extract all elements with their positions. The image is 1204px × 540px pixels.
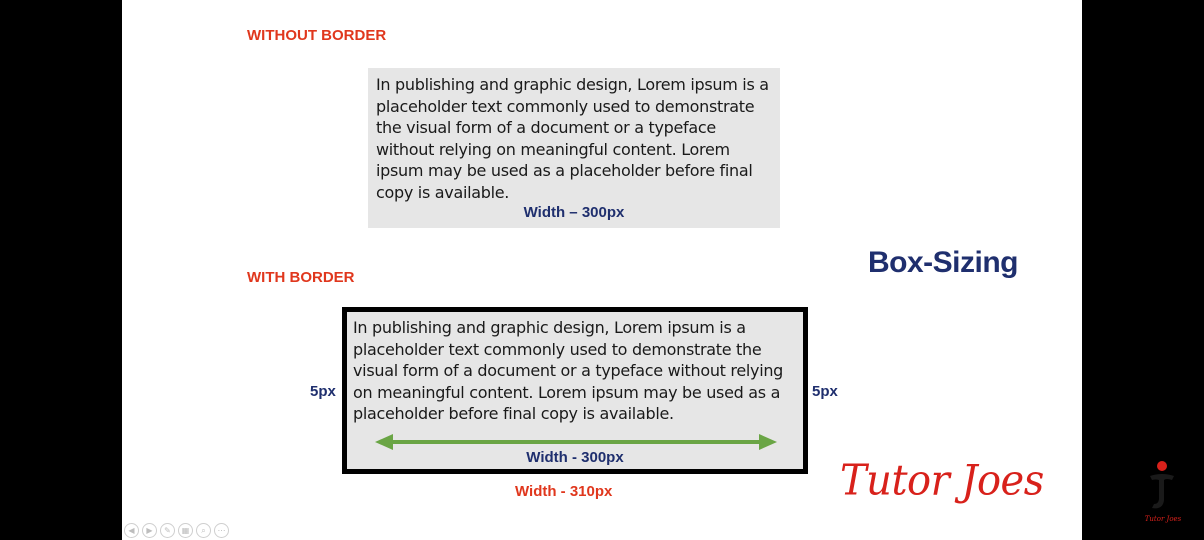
with-border-paragraph: In publishing and graphic design, Lorem …: [353, 318, 784, 424]
box-without-border: In publishing and graphic design, Lorem …: [368, 68, 780, 228]
right-border-width-label: 5px: [812, 383, 838, 400]
without-border-paragraph: In publishing and graphic design, Lorem …: [376, 75, 769, 202]
without-border-width-label: Width – 300px: [523, 204, 625, 221]
without-border-heading: WITHOUT BORDER: [247, 27, 387, 44]
slide-title: Box-Sizing: [868, 246, 1019, 279]
slide: WITHOUT BORDER In publishing and graphic…: [122, 0, 1082, 540]
next-slide-icon[interactable]: ▶: [142, 523, 157, 538]
tutor-joes-watermark-icon: [1150, 461, 1174, 509]
tutor-joes-logo: Tutor Joes: [840, 456, 1044, 506]
inner-width-label: Width - 300px: [526, 449, 624, 466]
previous-slide-icon[interactable]: ◀: [124, 523, 139, 538]
left-border-width-label: 5px: [310, 383, 336, 400]
slideshow-controls: ◀ ▶ ✎ ▦ ⌕ ⋯: [124, 523, 229, 538]
zoom-icon[interactable]: ⌕: [196, 523, 211, 538]
box-with-border: In publishing and graphic design, Lorem …: [342, 307, 808, 474]
more-options-icon[interactable]: ⋯: [214, 523, 229, 538]
double-arrow-icon: [375, 434, 777, 450]
total-width-label: Width - 310px: [515, 483, 613, 500]
slides-grid-icon[interactable]: ▦: [178, 523, 193, 538]
watermark-logo: Tutor Joes: [1138, 458, 1188, 526]
with-border-heading: WITH BORDER: [247, 269, 355, 286]
pen-icon[interactable]: ✎: [160, 523, 175, 538]
watermark-text: Tutor Joes: [1144, 515, 1182, 523]
